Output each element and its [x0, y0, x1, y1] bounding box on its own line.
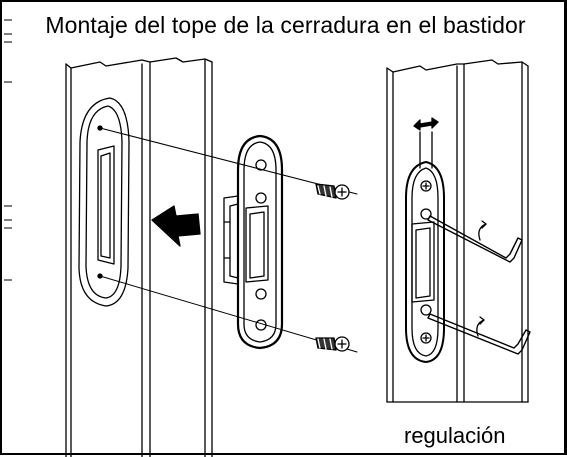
screw-bottom-icon [315, 336, 350, 352]
insertion-arrow-icon [151, 205, 201, 247]
regulation-caption: regulación [404, 423, 506, 448]
hex-key-top-icon [427, 215, 523, 263]
adjustment-arrow-icon [413, 117, 439, 131]
frame-profile-right-icon [386, 59, 529, 403]
strike-plate-icon [223, 134, 284, 350]
hex-key-bottom-icon [427, 313, 531, 355]
screw-top-icon [315, 183, 350, 200]
diagram-title: Montaje del tope de la cerradura en el b… [45, 12, 526, 38]
frame-profile-left-icon [65, 57, 213, 457]
